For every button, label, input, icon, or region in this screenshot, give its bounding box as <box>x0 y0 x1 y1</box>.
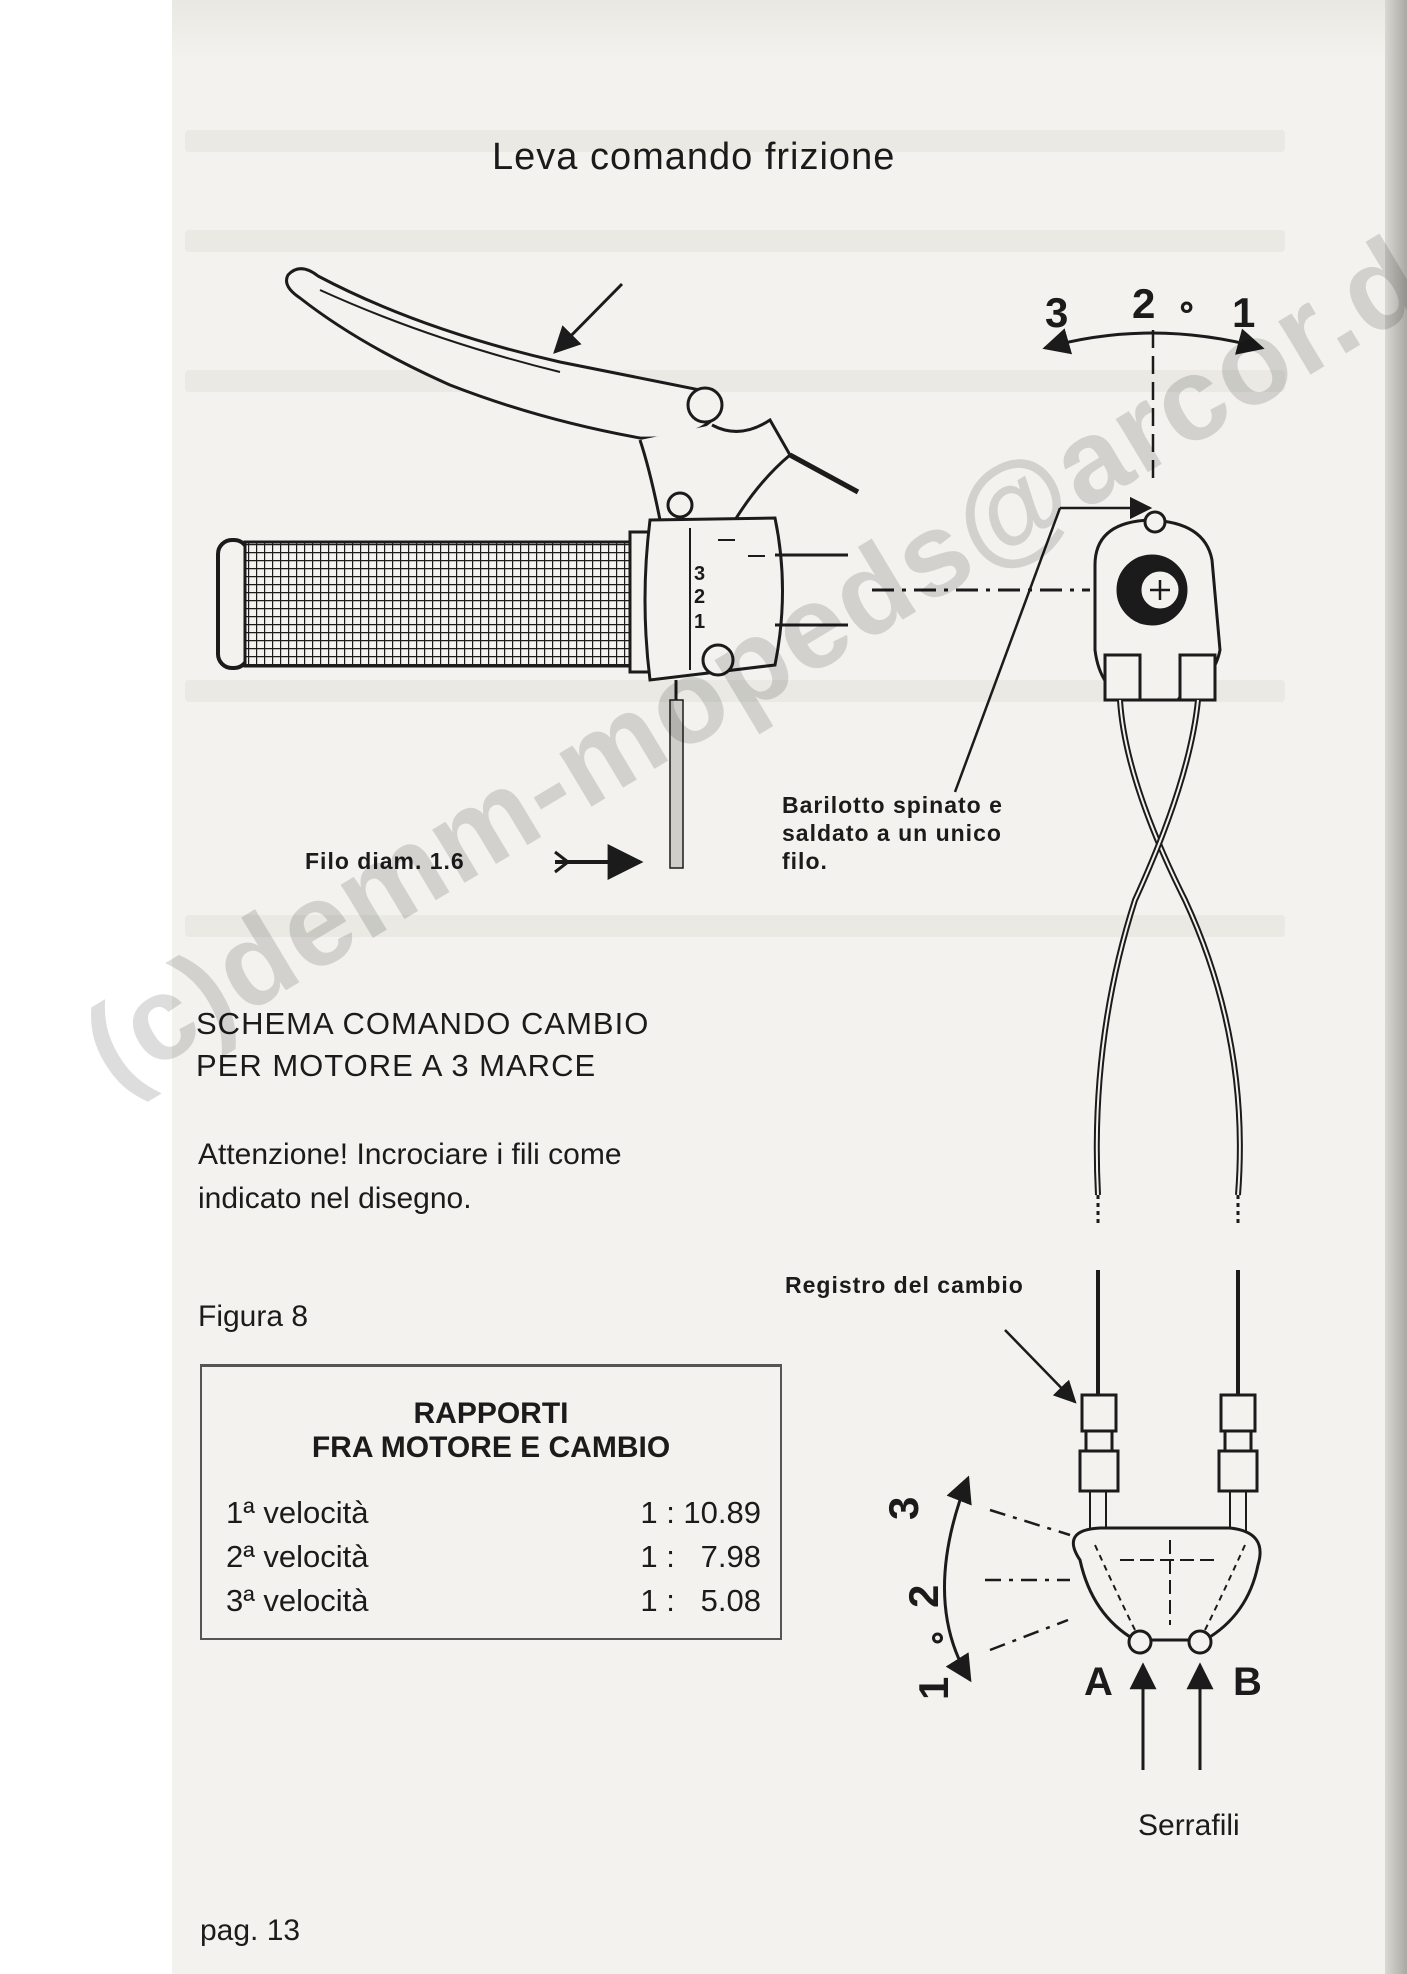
gear-selection-arc-bottom <box>943 1475 972 1683</box>
bleed-through-line <box>185 130 1285 152</box>
gear-name: 3ª velocità <box>226 1583 369 1618</box>
page-top-shade <box>172 0 1407 60</box>
gear-bottom-neutral: ∘ <box>919 1628 955 1648</box>
registro-label: Registro del cambio <box>785 1272 1024 1298</box>
gear-selector-housing <box>643 491 848 869</box>
grip-gear-3: 3 <box>694 563 705 585</box>
gear-bottom-3: 3 <box>880 1497 927 1520</box>
grip-gear-2: 2 <box>694 586 705 608</box>
table-header-line: FRA MOTORE E CAMBIO <box>311 1431 671 1464</box>
attention-note-line: indicato nel disegno. <box>198 1182 472 1215</box>
schema-heading-line: PER MOTORE A 3 MARCE <box>196 1048 597 1083</box>
gear-top-1: 1 <box>1232 289 1255 336</box>
gear-cable-adjusters <box>1078 1270 1259 1535</box>
gear-bottom-2: 2 <box>900 1585 947 1608</box>
bleed-through-line <box>185 230 1285 252</box>
attention-note-line: Attenzione! Incrociare i fili come <box>198 1138 622 1171</box>
bleed-through-line <box>185 915 1285 937</box>
registro-leader <box>1004 1329 1077 1404</box>
engine-gear-selector <box>1071 1526 1262 1655</box>
gear-top-3: 3 <box>1045 289 1068 336</box>
filo-arrow-fletching <box>554 850 571 874</box>
barilotto-label-line: saldato a un unico <box>782 820 1002 846</box>
gear-top-2: 2 <box>1132 280 1155 327</box>
gear-bottom-1: 1 <box>910 1677 957 1700</box>
clamp-a-label: A <box>1084 1660 1113 1704</box>
page-number: pag. 13 <box>200 1914 301 1947</box>
gear-top-neutral: ∘ <box>1176 288 1197 326</box>
gear-1-direction-line <box>989 1618 1069 1652</box>
gear-ratio: 1 : 10.89 <box>640 1495 761 1530</box>
schema-heading-line: SCHEMA COMANDO CAMBIO <box>196 1006 650 1041</box>
barilotto-leader <box>953 507 1062 793</box>
gear-ratio: 1 : 7.98 <box>640 1539 761 1574</box>
gear-cables <box>1093 699 1243 1225</box>
table-header-line: RAPPORTI <box>413 1397 569 1430</box>
cable-drum <box>1093 510 1222 702</box>
page-title: Leva comando frizione <box>492 136 896 178</box>
serrafili-label: Serrafili <box>1138 1809 1240 1842</box>
bleed-through-line <box>185 680 1285 702</box>
barilotto-label-line: filo. <box>782 848 828 874</box>
gear-3-direction-line <box>989 1508 1071 1537</box>
grip-gear-1: 1 <box>694 611 705 633</box>
filo-label: Filo diam. 1.6 <box>305 848 465 874</box>
gear-ratio-table: RAPPORTI FRA MOTORE E CAMBIO 1ª velocità… <box>200 1364 782 1640</box>
gear-name: 1ª velocità <box>226 1495 369 1530</box>
clamp-b-label: B <box>1233 1660 1262 1704</box>
barilotto-label-line: Barilotto spinato e <box>782 792 1003 818</box>
table-row: 3ª velocità 1 : 5.08 <box>226 1583 761 1623</box>
book-spine-shadow <box>1385 0 1407 1974</box>
figure-caption: Figura 8 <box>198 1300 309 1333</box>
clutch-lever-arrow <box>553 282 624 354</box>
handlebar-grip <box>216 530 652 674</box>
gear-ratio: 1 : 5.08 <box>640 1583 761 1618</box>
gear-name: 2ª velocità <box>226 1539 369 1574</box>
table-row: 2ª velocità 1 : 7.98 <box>226 1539 761 1579</box>
clutch-lever <box>285 267 860 522</box>
table-row: 1ª velocità 1 : 10.89 <box>226 1495 761 1535</box>
